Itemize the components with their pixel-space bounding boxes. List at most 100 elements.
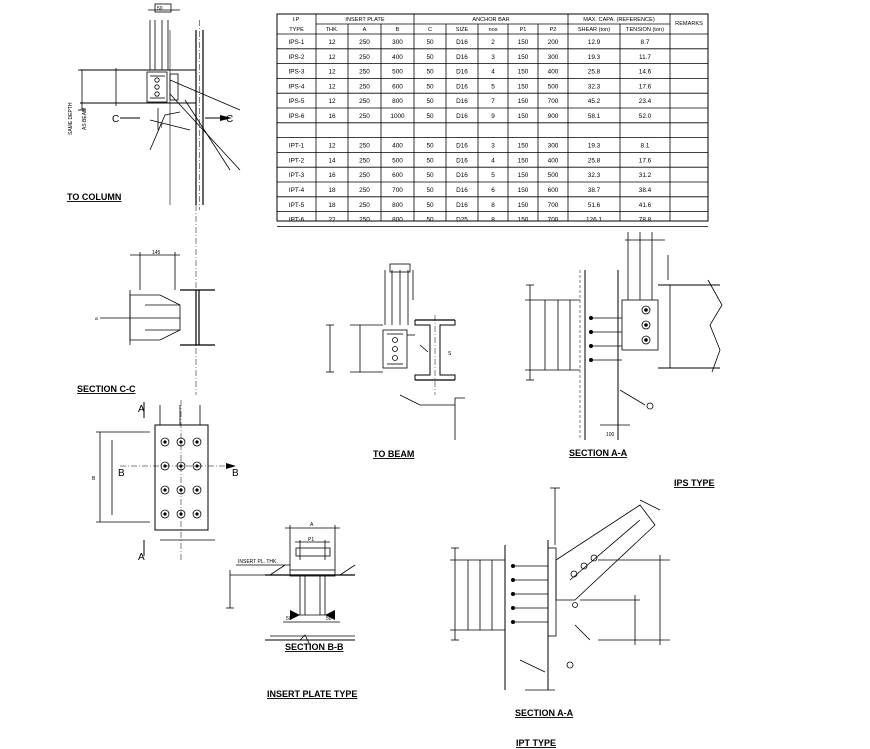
svg-text:INSERT PL. THK.: INSERT PL. THK. [238,559,278,565]
table-cell: 250 [359,98,370,105]
table-cell: 12 [328,69,336,76]
table-cell: 150 [518,202,529,209]
table-cell: 150 [518,187,529,194]
table-cell: 12 [328,98,336,105]
table-cell: 700 [392,187,403,194]
table-cell: 38.4 [639,187,652,194]
svg-text:SECTION B-B: SECTION B-B [285,642,344,652]
table-cell: 12 [328,83,336,90]
plan-bolt-grid [160,437,202,519]
table-cell: 7 [491,98,495,105]
section-cc-detail: ⌀ 145 SECTION C-C [77,205,215,395]
svg-text:A: A [310,522,314,528]
table-cell: 14.6 [639,69,652,76]
table-cell: D16 [456,69,468,76]
table-column-header: SHEAR (ton) [578,27,610,33]
table-cell: 250 [359,172,370,179]
table-cell: 32.3 [588,172,601,179]
section-aa-ipt: SECTION A-A IPT TYPE [450,487,670,748]
table-cell: 31.2 [639,172,652,179]
table-cell: 3 [491,143,495,150]
table-cell: 150 [518,172,529,179]
table-cell: 300 [392,39,403,46]
plan-bolt [192,485,202,495]
table-cell: 250 [359,83,370,90]
svg-text:SECTION A-A: SECTION A-A [515,708,574,718]
table-cell: D16 [456,187,468,194]
plan-bolt [160,509,170,519]
table-cell: 50 [426,217,434,224]
table-cell: D16 [456,83,468,90]
table-cell: 250 [359,113,370,120]
table-cell: 700 [548,202,559,209]
table-cell: 50 [426,113,434,120]
table-cell: 5 [491,172,495,179]
section-bb-detail: INSERT PL. THK. A P1 50 50 SECTION B-B I… [226,522,357,699]
table-cell: D16 [456,98,468,105]
table-cell: 400 [392,143,403,150]
table-cell: 6 [491,187,495,194]
table-cell: IPT-3 [289,172,305,179]
table-cell: 22 [328,217,336,224]
table-cell: 12.9 [588,39,601,46]
svg-text:TO COLUMN: TO COLUMN [67,192,121,202]
table-cell: D16 [456,172,468,179]
table-cell: IPT-5 [289,202,305,209]
table-cell: IPT-4 [289,187,305,194]
plan-bolt [192,437,202,447]
table-cell: 50 [426,143,434,150]
table-cell: 45.2 [588,98,601,105]
plan-bolt-center [195,512,199,516]
table-cell: 50 [426,54,434,61]
svg-text:50: 50 [286,616,292,622]
table-cell: 12 [328,54,336,61]
section-aa-ips: 100 SECTION A-A IPS TYPE [525,232,723,488]
table-cell: IPS-6 [289,113,305,120]
table-cell: 250 [359,39,370,46]
table-cell: 800 [392,217,403,224]
svg-text:IPS TYPE: IPS TYPE [674,478,715,488]
table-cell: 8.7 [641,39,650,46]
svg-text:B: B [232,468,239,479]
table-cell: D16 [456,202,468,209]
svg-text:A: A [138,552,145,563]
table-column-header: C [428,27,432,33]
table-column-header: TENSION (ton) [626,27,664,33]
table-cell: 8 [491,217,495,224]
table-cell: 50 [426,187,434,194]
table-cell: D16 [456,39,468,46]
table-cell: 50 [426,69,434,76]
table-cell: 50 [426,172,434,179]
table-cell: 150 [518,157,529,164]
table-cell: 50 [426,98,434,105]
svg-text:145: 145 [152,250,161,256]
svg-text:B: B [118,468,125,479]
table-cell: 41.6 [639,202,652,209]
table-cell: 250 [359,54,370,61]
plan-bolt-center [163,440,167,444]
table-cell: IPT-2 [289,157,305,164]
table-cell: 4 [491,157,495,164]
table-cell: 300 [548,143,559,150]
table-cell: 50 [426,83,434,90]
plan-bolt-center [195,488,199,492]
table-cell: 2 [491,39,495,46]
table-cell: 250 [359,69,370,76]
svg-text:INSERT PLATE TYPE: INSERT PLATE TYPE [267,689,357,699]
table-cell: 400 [548,69,559,76]
table-header-lp: I.P [293,17,300,23]
svg-text:S: S [448,351,452,357]
svg-text:100: 100 [606,432,615,438]
table-cell: D16 [456,113,468,120]
table-cell: D16 [456,54,468,61]
table-cell: 500 [392,157,403,164]
table-cell: 14 [328,157,336,164]
svg-text:50: 50 [157,6,163,12]
table-cell: 800 [392,202,403,209]
table-cell: 16 [328,172,336,179]
svg-text:P1: P1 [308,537,314,543]
table-cell: 78.8 [639,217,652,224]
table-cell: 18 [328,187,336,194]
